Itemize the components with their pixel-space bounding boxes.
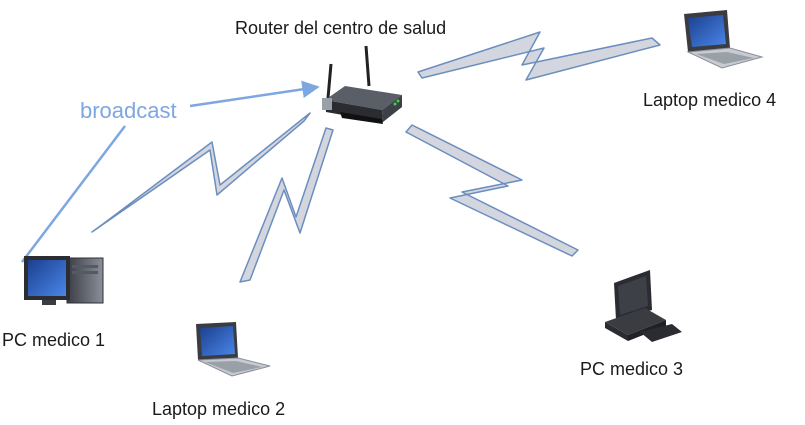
- laptop-medico-2-label: Laptop medico 2: [152, 399, 286, 419]
- laptop-icon: [196, 322, 271, 377]
- broadcast-arrow: [21, 80, 320, 263]
- wireless-link-pc3: [405, 124, 579, 257]
- workstation-icon: [605, 270, 682, 342]
- pc-medico-3-label: PC medico 3: [580, 359, 684, 379]
- wireless-link-pc1: [91, 112, 311, 233]
- desktop-computer-icon: [24, 256, 104, 305]
- wireless-link-laptop2: [239, 127, 334, 283]
- laptop-medico-4-label: Laptop medico 4: [643, 90, 777, 110]
- wireless-link-laptop4: [417, 31, 661, 81]
- router-icon: [322, 45, 402, 124]
- router-label: Router del centro de salud: [235, 18, 447, 38]
- pc-medico-1-label: PC medico 1: [2, 330, 106, 350]
- laptop-icon: [684, 10, 764, 69]
- broadcast-label: broadcast: [80, 98, 177, 123]
